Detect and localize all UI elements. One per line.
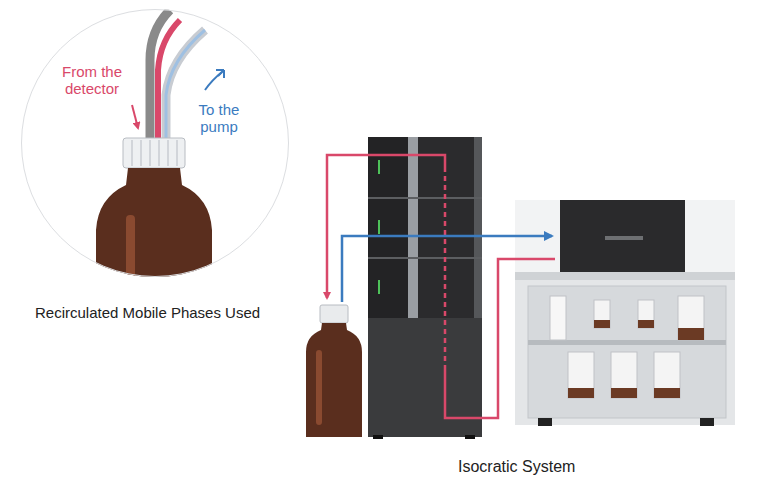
caption-label: Recirculated Mobile Phases Used bbox=[35, 304, 260, 321]
autosampler bbox=[515, 200, 735, 426]
caption-label: Isocratic System bbox=[458, 458, 575, 476]
callout-circle: From the detector To the pump bbox=[21, 9, 289, 277]
flow-label: From the detector bbox=[47, 63, 137, 98]
reservoir-bottle bbox=[306, 305, 362, 437]
callout-bottle bbox=[0, 0, 300, 300]
flow-label: To the pump bbox=[189, 101, 249, 136]
lc-stack bbox=[368, 137, 482, 439]
